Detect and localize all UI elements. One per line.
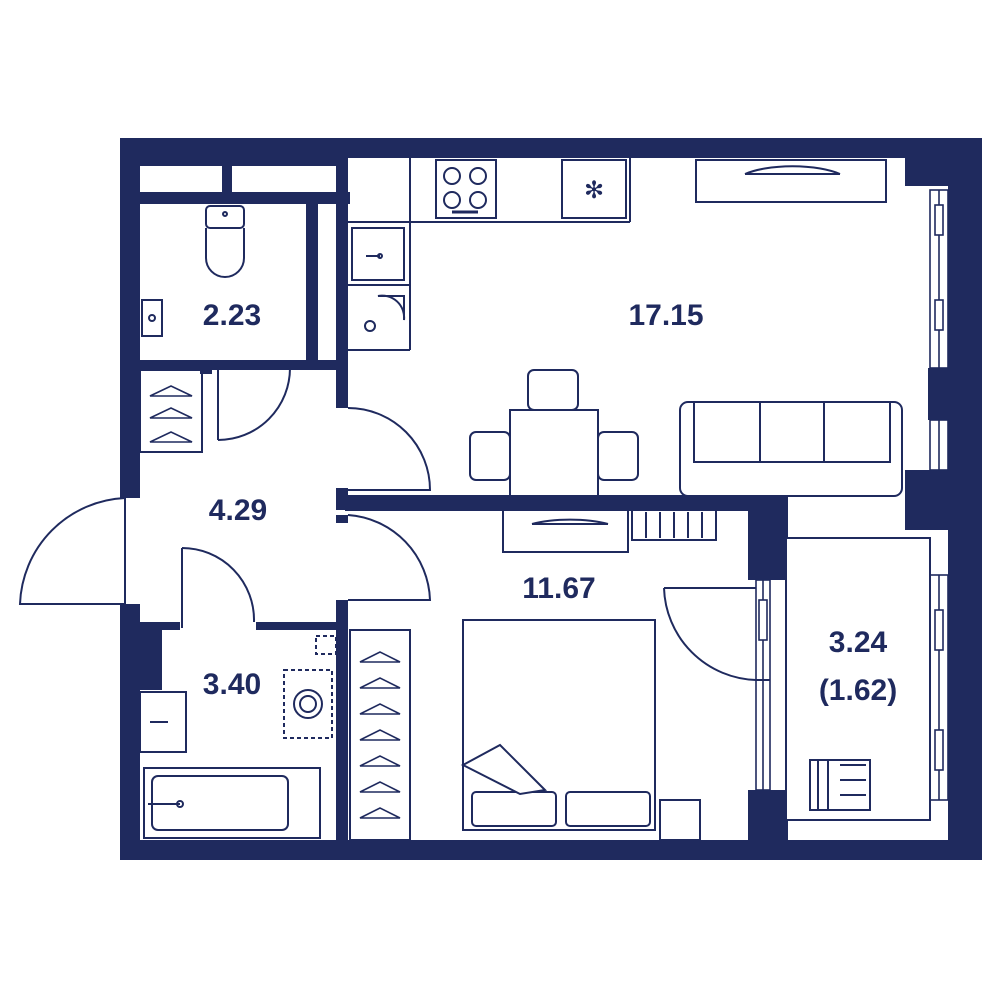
bathtub-icon xyxy=(143,767,321,839)
bathroom-area: 3.40 xyxy=(203,668,261,701)
radiator-icon xyxy=(631,509,717,541)
kitchen-counter xyxy=(348,158,631,351)
window-icon xyxy=(755,189,949,801)
door-icon xyxy=(18,367,770,681)
loggia-area: 3.24 xyxy=(829,626,888,659)
walls xyxy=(120,138,982,860)
bed-icon xyxy=(460,619,656,831)
svg-text:✻: ✻ xyxy=(584,176,604,204)
sink-icon xyxy=(141,299,163,337)
fridge-icon: ✻ xyxy=(561,159,627,219)
loggia-area-reduced: (1.62) xyxy=(819,674,897,707)
toilet-icon xyxy=(205,205,245,278)
washing-machine-icon xyxy=(283,669,333,739)
bedroom-wardrobe xyxy=(349,629,411,841)
bath-vent xyxy=(315,635,337,655)
deck-chair-icon xyxy=(809,759,871,811)
hanger-icon xyxy=(359,651,401,819)
wc-area: 2.23 xyxy=(203,299,261,332)
hall-wardrobe xyxy=(139,369,203,453)
sink-icon xyxy=(139,691,187,753)
sofa-icon xyxy=(679,401,903,497)
sink-icon xyxy=(351,227,405,281)
dining-table-icon xyxy=(469,369,639,501)
hanger-icon xyxy=(149,385,193,443)
bedroom-desk xyxy=(502,509,629,553)
kitchen-living-area: 17.15 xyxy=(628,299,703,332)
bedroom-area: 11.67 xyxy=(522,572,595,605)
nightstand xyxy=(659,799,701,841)
kitchen-wardrobe xyxy=(695,159,887,203)
hall-area: 4.29 xyxy=(209,494,267,527)
washing-machine-icon xyxy=(364,294,406,332)
stove-icon xyxy=(435,159,497,219)
